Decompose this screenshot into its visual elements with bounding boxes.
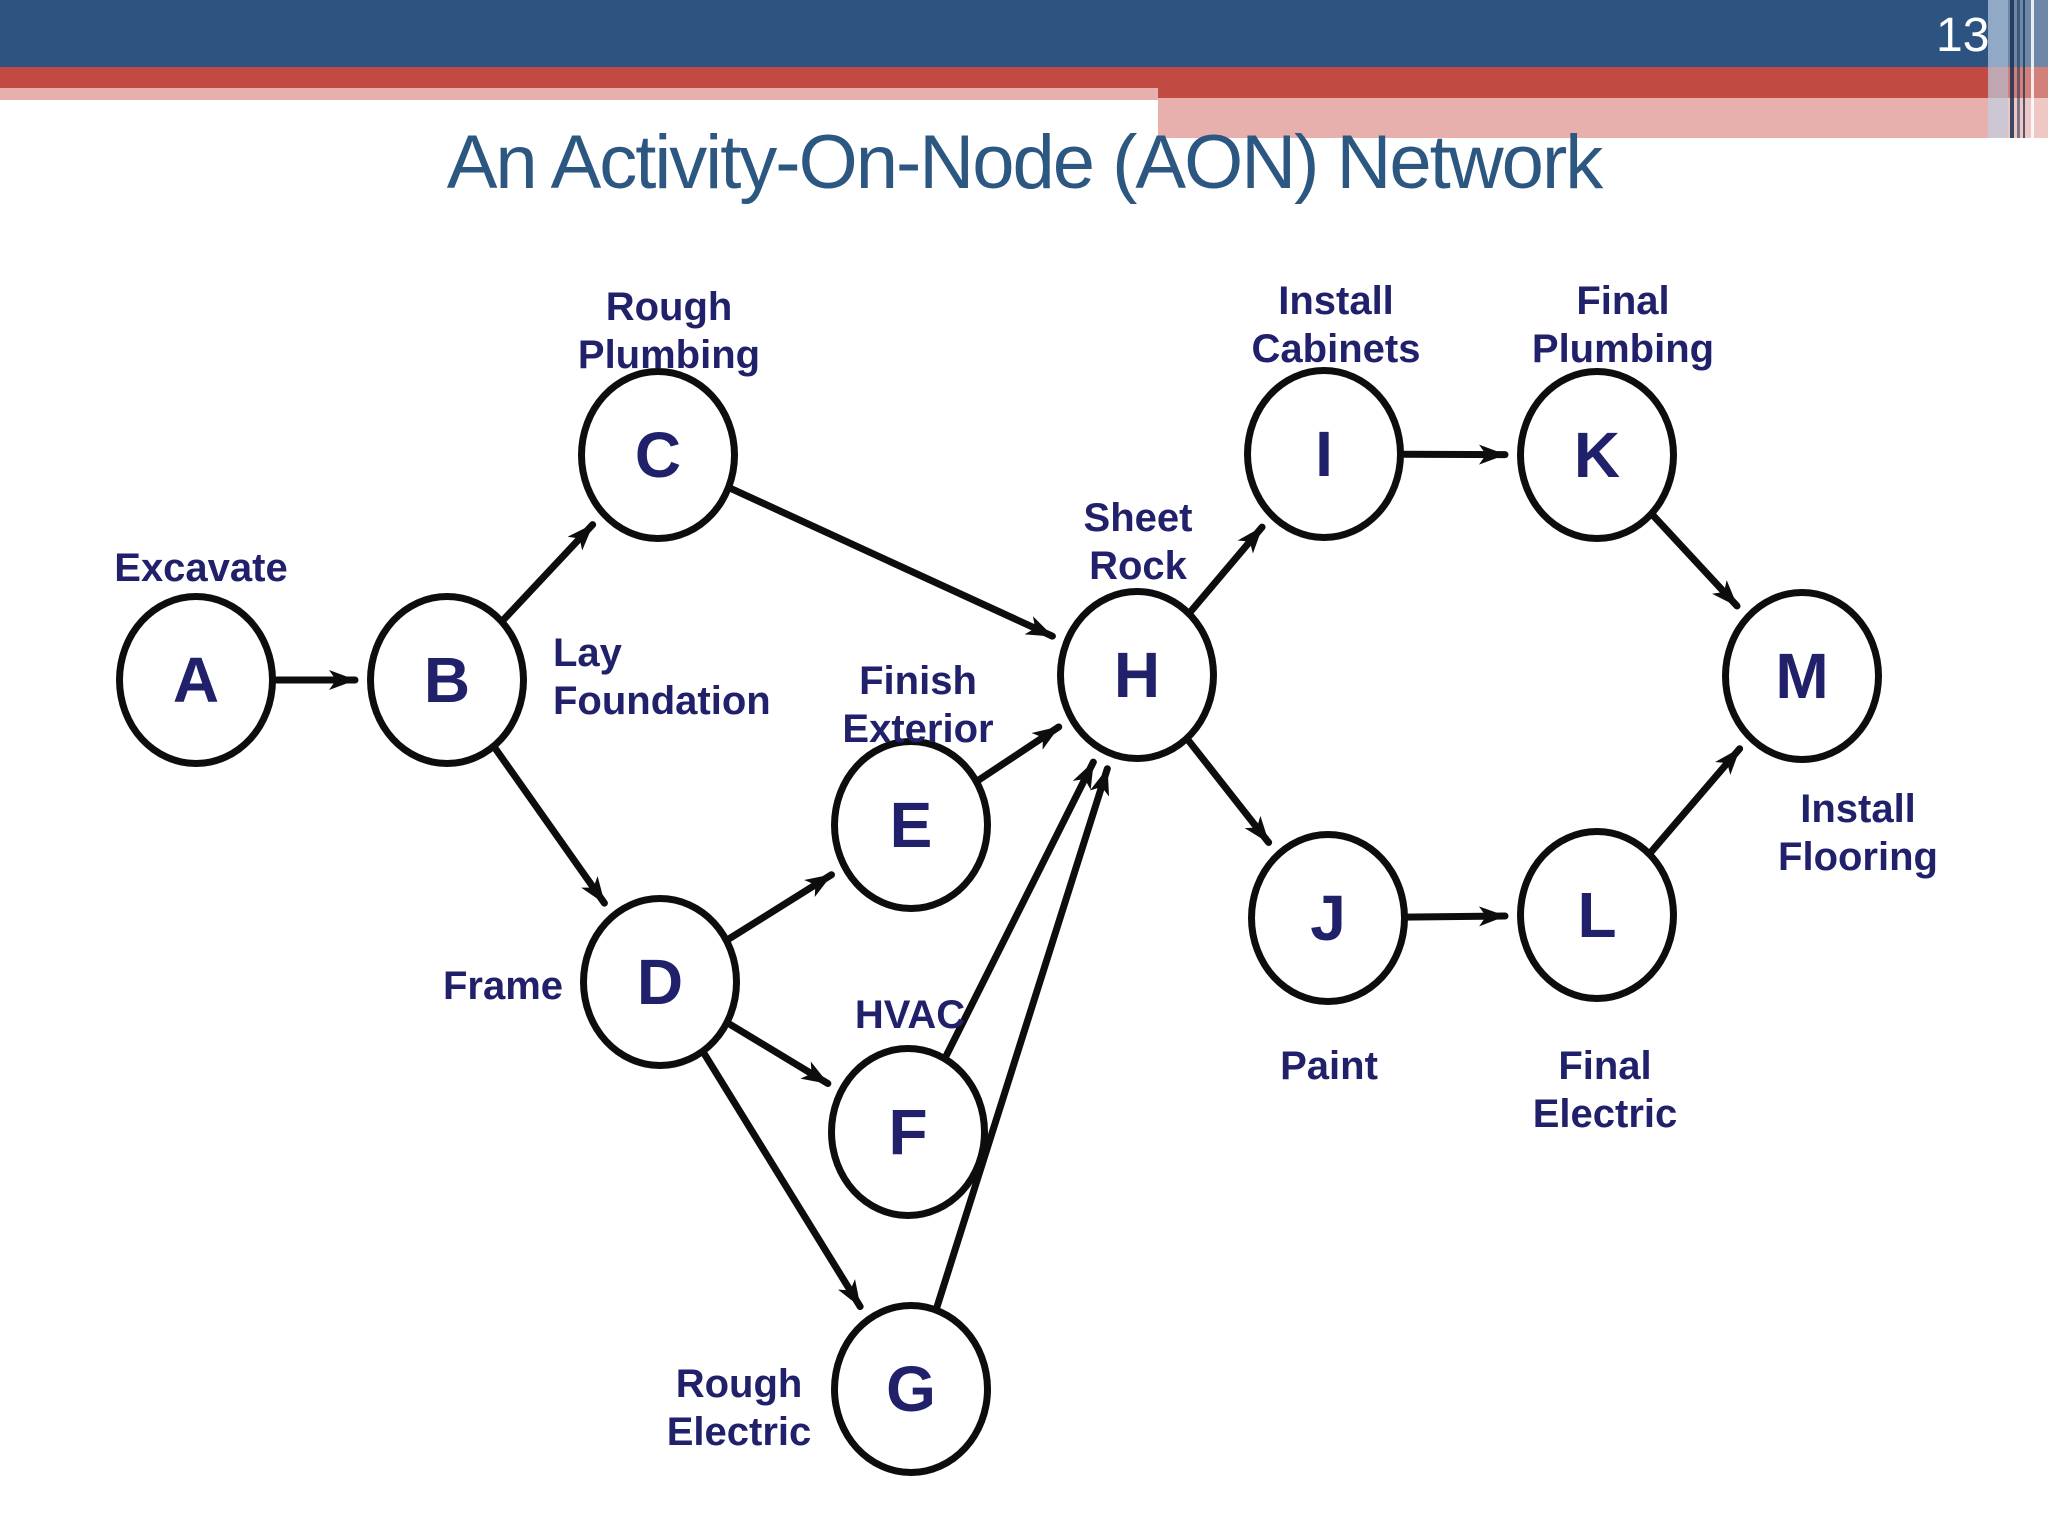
activity-label-H: Sheet Rock: [1083, 496, 1193, 588]
node-J: J: [1248, 831, 1408, 1005]
header-red-band-right: [1158, 67, 2048, 98]
stripe-decoration: [2010, 0, 2014, 138]
node-I: I: [1244, 367, 1404, 541]
header-red-band-left: [0, 67, 1158, 88]
node-G: G: [831, 1302, 991, 1476]
node-D: D: [580, 895, 740, 1069]
node-H: H: [1057, 588, 1217, 762]
node-letter-K: K: [1573, 419, 1621, 491]
edge-C-H: [724, 483, 1056, 640]
edge-B-C: [497, 521, 597, 626]
edge-D-E: [722, 871, 835, 945]
activity-label-A: Excavate: [114, 546, 288, 590]
activity-label-C: Rough Plumbing: [577, 285, 761, 377]
edge-H-I: [1185, 523, 1266, 618]
header-pink-band-left: [0, 88, 1158, 100]
header-pink-band-right: [1158, 98, 2048, 138]
node-letter-A: A: [172, 644, 220, 716]
edge-G-H: [932, 765, 1111, 1315]
node-B: B: [367, 593, 527, 767]
stripe-decoration: [2031, 0, 2034, 138]
edge-J-L: [1400, 906, 1509, 927]
node-K: K: [1517, 368, 1677, 542]
activity-label-E: Finish Exterior: [842, 659, 994, 751]
corner-stripes-decoration: [1988, 0, 2048, 138]
node-M: M: [1722, 589, 1882, 763]
node-letter-I: I: [1315, 418, 1333, 490]
activity-label-M: Install Flooring: [1778, 787, 1938, 879]
node-letter-F: F: [888, 1096, 928, 1168]
node-A: A: [116, 593, 276, 767]
activity-label-G: Rough Electric: [666, 1362, 812, 1454]
edge-K-M: [1647, 509, 1741, 610]
node-E: E: [831, 738, 991, 912]
node-letter-M: M: [1775, 640, 1829, 712]
activity-label-J: Paint: [1280, 1044, 1378, 1088]
node-letter-E: E: [889, 789, 933, 861]
edge-D-F: [722, 1018, 832, 1088]
stripe-decoration: [2023, 0, 2025, 138]
activity-label-I: Install Cabinets: [1251, 279, 1421, 371]
node-letter-D: D: [636, 946, 684, 1018]
node-L: L: [1517, 828, 1677, 1002]
node-letter-B: B: [423, 644, 471, 716]
page-number: 13: [1936, 9, 1990, 62]
activity-label-L: Final Electric: [1532, 1044, 1678, 1136]
activity-label-K: Final Plumbing: [1531, 279, 1715, 371]
node-F: F: [828, 1045, 988, 1219]
edge-L-M: [1645, 745, 1744, 858]
stripe-decoration: [1988, 0, 2008, 138]
slide-title: An Activity-On-Node (AON) Network: [446, 120, 1604, 205]
edge-E-H: [972, 723, 1063, 786]
node-letter-L: L: [1577, 879, 1617, 951]
edge-F-H: [940, 758, 1097, 1063]
edge-D-G: [698, 1047, 864, 1311]
header-bar: [0, 0, 2048, 67]
activity-label-B: Lay Foundation: [553, 631, 771, 723]
node-letter-G: G: [886, 1353, 936, 1425]
activity-label-D: Frame: [442, 964, 564, 1008]
edge-B-D: [489, 742, 608, 907]
edge-H-J: [1183, 734, 1273, 846]
activity-label-F: HVAC: [854, 993, 966, 1037]
node-letter-C: C: [634, 419, 682, 491]
node-letter-H: H: [1113, 639, 1161, 711]
node-C: C: [578, 368, 738, 542]
stripe-decoration: [2017, 0, 2020, 138]
node-letter-J: J: [1310, 882, 1346, 954]
